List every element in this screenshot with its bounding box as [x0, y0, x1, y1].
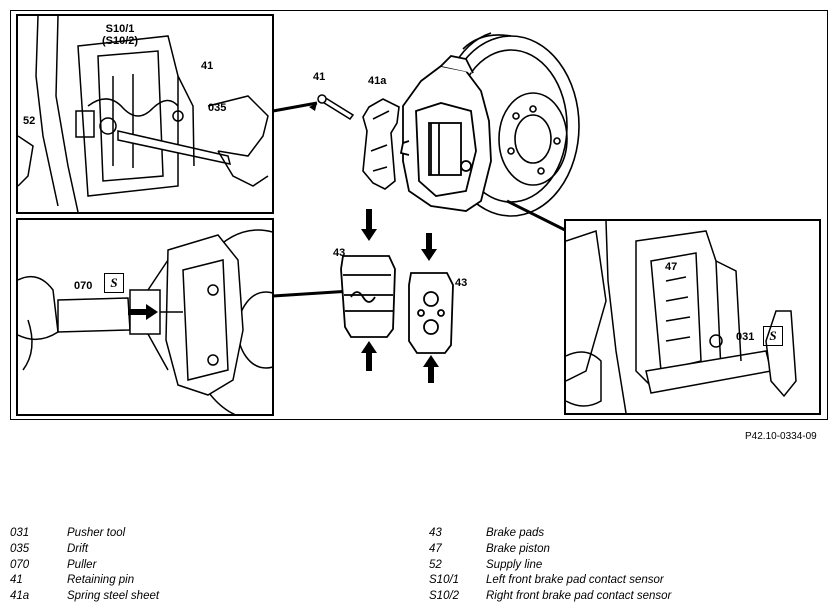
- inset-puller: 070 S: [16, 218, 274, 416]
- legend-description: Brake pads: [486, 527, 545, 539]
- legend-row: 031 Pusher tool: [10, 527, 390, 543]
- inset-drift-removal: S10/1 (S10/2) 41 52 035: [16, 14, 274, 214]
- spring-steel-sheet-41a: [362, 98, 400, 190]
- inset-pusher-tool: 47 031 S: [564, 219, 821, 415]
- callout-031: 031: [736, 331, 755, 343]
- callout-s10: S10/1 (S10/2): [102, 23, 139, 47]
- callout-43-right: 43: [455, 277, 468, 289]
- legend-description: Pusher tool: [67, 527, 126, 539]
- legend-description: Supply line: [486, 558, 543, 571]
- legend-row: 52 Supply line: [429, 559, 829, 575]
- legend-row: 43 Brake pads: [429, 527, 829, 543]
- inset-pusher-drawing: [566, 221, 797, 413]
- callout-47: 47: [665, 261, 678, 273]
- legend-description: Puller: [67, 558, 97, 571]
- legend-description: Drift: [67, 542, 89, 555]
- legend-code: 070: [10, 558, 30, 571]
- special-tool-icon-031: S: [763, 326, 783, 346]
- legend-row: S10/1 Left front brake pad contact sensor: [429, 574, 829, 590]
- legend-description: Brake piston: [486, 542, 550, 555]
- callout-52: 52: [23, 115, 36, 127]
- legend-code: 47: [429, 542, 442, 555]
- direction-arrows: [309, 103, 439, 383]
- legend-row: S10/2 Right front brake pad contact senso…: [429, 590, 829, 606]
- callout-035: 035: [208, 102, 227, 114]
- callout-41-inset: 41: [201, 60, 214, 72]
- legend-row: 070 Puller: [10, 559, 390, 575]
- exploded-view-drawing: [272, 32, 580, 383]
- brake-pad-right: [408, 272, 454, 354]
- legend-code: 52: [429, 558, 442, 571]
- legend-code: S10/1: [429, 574, 460, 587]
- legend-code: S10/2: [429, 590, 460, 603]
- legend-code: 41a: [10, 590, 30, 603]
- inset-puller-drawing: [18, 229, 272, 414]
- legend-row: 41a Spring steel sheet: [10, 590, 390, 606]
- legend-code: 43: [429, 527, 442, 539]
- special-tool-icon-070: S: [104, 273, 124, 293]
- legend-row: 035 Drift: [10, 543, 390, 559]
- callout-43-left: 43: [333, 247, 346, 259]
- legend-row: 41 Retaining pin: [10, 574, 390, 590]
- inset-drift-drawing: [18, 16, 269, 212]
- legend-description: Left front brake pad contact sensor: [486, 574, 664, 587]
- legend-left-column: 031 Pusher tool 035 Drift 070 Puller 41 Retaini…: [10, 527, 390, 606]
- legend-description: Retaining pin: [67, 574, 135, 587]
- callout-070: 070: [74, 280, 93, 292]
- callout-41a: 41a: [368, 75, 387, 87]
- legend-code: 035: [10, 542, 30, 555]
- technical-illustration: S10/1 (S10/2) 41 52 035 070 S: [10, 10, 828, 420]
- legend-code: 031: [10, 527, 30, 539]
- figure-reference: P42.10-0334-09: [745, 431, 817, 442]
- callout-41-main: 41: [313, 71, 326, 83]
- legend-description: Right front brake pad contact sensor: [486, 590, 672, 603]
- brake-pad-left: [340, 255, 396, 338]
- legend-description: Spring steel sheet: [67, 590, 160, 603]
- legend-row: 47 Brake piston: [429, 543, 829, 559]
- legend-code: 41: [10, 574, 23, 587]
- brake-caliper: [399, 55, 492, 212]
- retaining-pin-41: [317, 94, 355, 120]
